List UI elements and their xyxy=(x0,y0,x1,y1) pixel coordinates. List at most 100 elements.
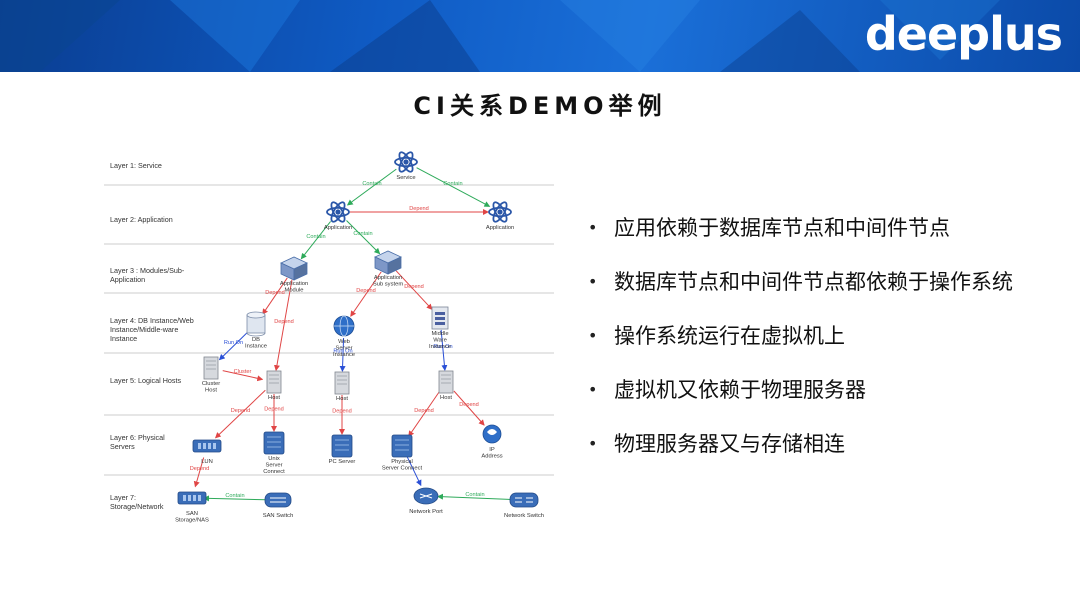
edge-depend xyxy=(395,270,433,310)
san-switch-icon: SAN Switch xyxy=(263,492,294,519)
bullet-marker: • xyxy=(588,218,598,237)
edge-contain xyxy=(300,221,331,260)
bullet-item: • 应用依赖于数据库节点和中间件节点 xyxy=(588,210,1013,264)
edge-depend xyxy=(193,457,205,488)
bullet-text: 操作系统运行在虚拟机上 xyxy=(614,324,845,348)
layer-label: Layer 1: Service xyxy=(110,161,162,170)
atom-icon: Service xyxy=(394,151,418,181)
edge-label: Depend xyxy=(356,288,376,294)
edge-label: Contain xyxy=(306,234,325,240)
node-label: Application xyxy=(324,225,352,231)
bullet-list: • 应用依赖于数据库节点和中间件节点 • 数据库节点和中间件节点都依赖于操作系统 •… xyxy=(588,210,1013,480)
edge-label: Contain xyxy=(362,181,381,187)
edge-label: Cluster xyxy=(234,369,252,375)
edge-label: Depend xyxy=(265,290,285,296)
node-label: Network Switch xyxy=(504,513,544,519)
edge-contain xyxy=(436,493,513,501)
edge-label: Depend xyxy=(190,466,210,472)
edge-label: Depend xyxy=(231,408,251,414)
bullet-text: 应用依赖于数据库节点和中间件节点 xyxy=(614,216,950,240)
edge-contain xyxy=(346,168,397,206)
edge-contain xyxy=(346,220,381,255)
bullet-item: • 数据库节点和中间件节点都依赖于操作系统 xyxy=(588,264,1013,318)
bullet-marker: • xyxy=(588,272,598,291)
edge-label: Contain xyxy=(443,181,462,187)
brand-logo: deeplus xyxy=(864,7,1063,61)
bullet-marker: • xyxy=(588,380,598,399)
edge-label: Depend xyxy=(332,409,352,415)
edge-depend xyxy=(262,277,288,315)
edge-label: Depend xyxy=(404,284,424,290)
edge-label: Contain xyxy=(225,493,244,499)
atom-icon: Application xyxy=(324,201,352,231)
server-tower-icon: Host xyxy=(334,371,350,402)
bullet-item: • 物理服务器又与存储相连 xyxy=(588,426,1013,480)
server-tower-icon: Host xyxy=(438,370,454,401)
edge-depend xyxy=(273,279,293,372)
slide-title: CI关系DEMO举例 xyxy=(413,92,667,120)
node-label: Host xyxy=(336,396,348,402)
node-label: SAN Switch xyxy=(263,513,294,519)
server-tower-icon: Host xyxy=(266,370,282,401)
node-label: PC Server xyxy=(329,459,356,465)
bullet-item: • 操作系统运行在虚拟机上 xyxy=(588,318,1013,372)
node-label: Host xyxy=(268,395,280,401)
edge-depend xyxy=(408,391,440,437)
network-switch-icon: Network Switch xyxy=(504,492,544,519)
edge-label: Contain xyxy=(465,492,484,498)
edge-label: Contain xyxy=(353,231,372,237)
edge-depend xyxy=(222,370,264,382)
edge-label: Depend xyxy=(409,206,429,212)
layer-label: Layer 7:Storage/Network xyxy=(110,493,164,511)
edge-depend xyxy=(350,271,382,317)
router-icon: Network Port xyxy=(409,487,443,515)
bullet-text: 虚拟机又依赖于物理服务器 xyxy=(614,378,866,402)
edge-label: Run On xyxy=(333,349,352,355)
layer-label: Layer 3 : Modules/Sub-Application xyxy=(110,266,185,284)
edge-runon xyxy=(406,456,422,487)
banner-pattern xyxy=(0,0,1000,72)
bullet-marker: • xyxy=(588,434,598,453)
header-banner: deeplus xyxy=(0,0,1080,72)
edge-runon xyxy=(440,329,448,372)
bullet-text: 物理服务器又与存储相连 xyxy=(614,432,845,456)
edge-contain xyxy=(202,495,267,502)
layer-label: Layer 2: Application xyxy=(110,215,173,224)
bullet-text: 数据库节点和中间件节点都依赖于操作系统 xyxy=(614,270,1013,294)
edge-label: Run On xyxy=(224,340,243,346)
physical-server-icon: PC Server xyxy=(329,434,356,465)
node-label: Application xyxy=(486,225,514,231)
edge-depend xyxy=(453,390,485,426)
edge-label: Run On xyxy=(433,344,452,350)
bullet-item: • 虚拟机又依赖于物理服务器 xyxy=(588,372,1013,426)
atom-icon: Application xyxy=(486,201,514,231)
edge-label: Depend xyxy=(459,402,479,408)
edge-label: Depend xyxy=(414,408,434,414)
edge-runon xyxy=(218,332,248,361)
layer-label: Layer 5: Logical Hosts xyxy=(110,376,182,385)
bullet-marker: • xyxy=(588,326,598,345)
edge-runon xyxy=(339,337,346,373)
edge-depend xyxy=(214,389,266,439)
node-label: LUN xyxy=(201,459,213,465)
node-label: Network Port xyxy=(409,509,443,515)
